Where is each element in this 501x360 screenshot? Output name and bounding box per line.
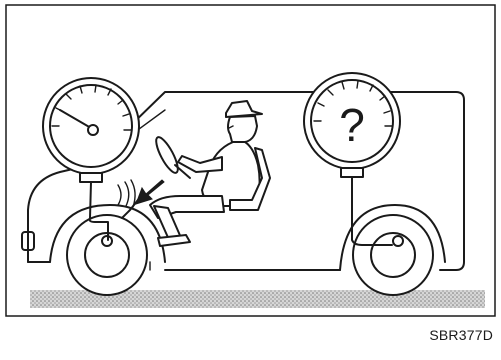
figure-code-label: SBR377D bbox=[429, 327, 493, 343]
front-hose bbox=[88, 181, 109, 241]
driver-figure bbox=[121, 100, 271, 247]
question-gauge-icon: ? bbox=[303, 72, 401, 178]
brake-motion-lines bbox=[117, 179, 136, 208]
pressure-gauge-icon bbox=[42, 77, 140, 183]
rear-wheel bbox=[339, 204, 446, 296]
figure-frame bbox=[5, 4, 496, 317]
ground-strip bbox=[30, 290, 485, 308]
rear-hose bbox=[351, 176, 393, 246]
front-wheel bbox=[49, 204, 166, 296]
right-gauge-symbol: ? bbox=[339, 99, 365, 151]
arrow-icon bbox=[135, 179, 165, 205]
